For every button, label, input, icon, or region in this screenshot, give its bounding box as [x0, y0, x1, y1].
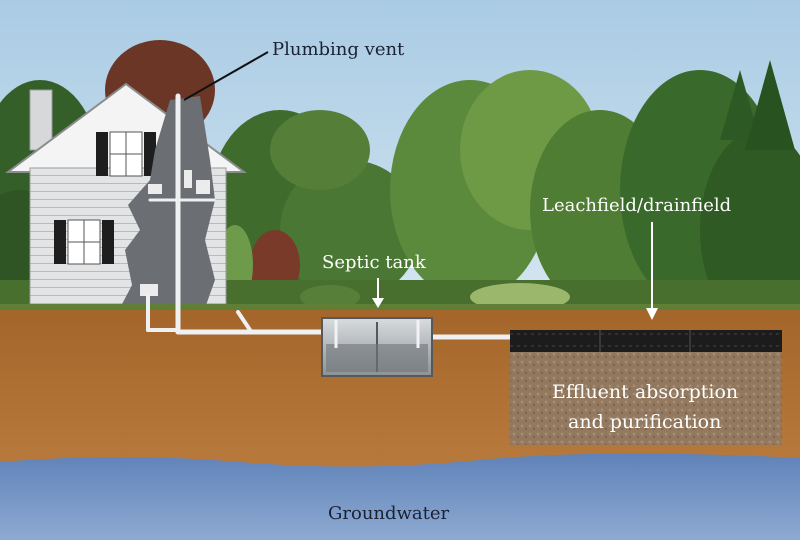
plumbing-vent-label: Plumbing vent	[272, 39, 405, 60]
leachfield-arrow	[646, 222, 658, 320]
effluent-label-line2: and purification	[568, 411, 721, 433]
window-upper	[96, 131, 156, 177]
house-cutaway	[120, 96, 215, 308]
drain-chambers	[510, 330, 782, 352]
groundwater-label: Groundwater	[328, 503, 450, 524]
septic-tank-label: Septic tank	[322, 252, 427, 273]
grass-edge	[0, 304, 800, 310]
septic-tank	[321, 317, 433, 377]
leachfield-label: Leachfield/drainfield	[542, 195, 731, 216]
plumbing-pipes	[146, 93, 515, 340]
background-trees	[0, 40, 800, 330]
leachfield	[510, 330, 782, 445]
groundwater-layer	[0, 453, 800, 540]
septic-tank-arrow	[372, 278, 384, 308]
gravel-bed	[510, 345, 782, 445]
window-lower	[54, 219, 114, 265]
effluent-label-line1: Effluent absorption	[552, 381, 738, 403]
plumbing-vent-leader	[183, 51, 269, 101]
house	[4, 82, 248, 309]
